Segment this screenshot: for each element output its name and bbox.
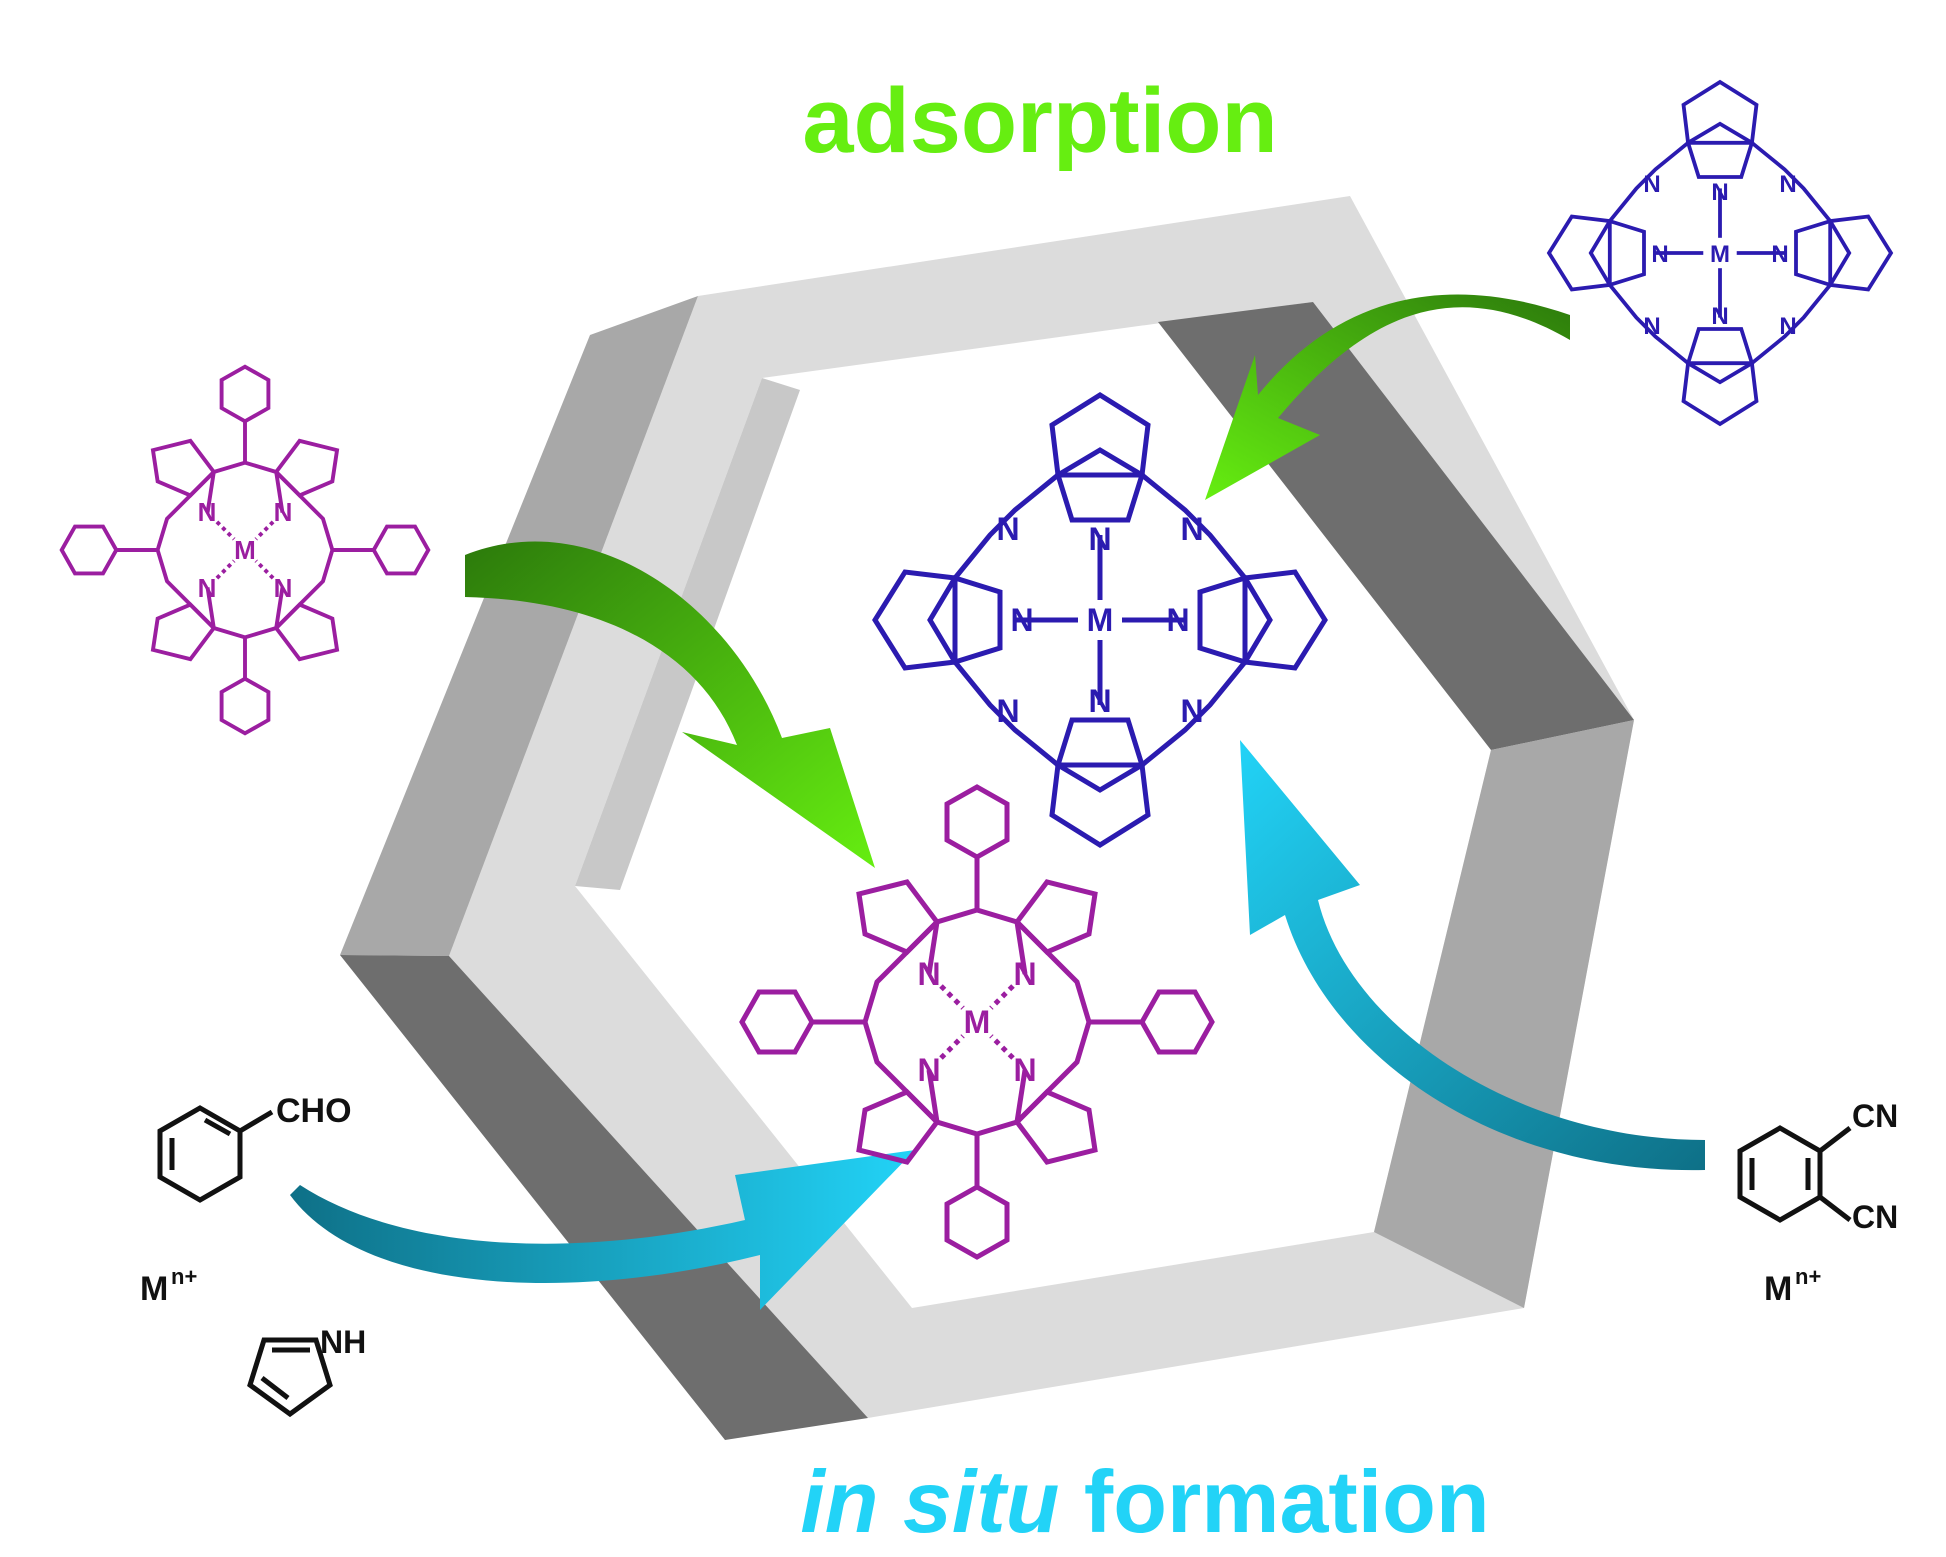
precursor-phthalonitrile	[1737, 1125, 1852, 1223]
pc-large-n-left: N	[1010, 602, 1033, 638]
precursor-nitrile-1: CN	[1852, 1098, 1898, 1134]
precursor-metal-ion-right: M n+	[1764, 1264, 1821, 1308]
pc-large-aza-1: N	[996, 511, 1019, 547]
porphyrin-small-atoms: M N N N N	[198, 497, 293, 603]
arrow-adsorption-porphyrin	[465, 541, 875, 868]
porphyrin-small-metal: M	[234, 535, 256, 565]
framework-inner-right	[1374, 720, 1634, 1308]
pc-large-metal: M	[1087, 602, 1114, 638]
precursor-benzaldehyde	[157, 1105, 274, 1203]
porphyrin-small-n1: N	[198, 497, 217, 527]
pc-large-aza-4: N	[1180, 693, 1203, 729]
framework-side-left	[340, 296, 698, 956]
label-formation: formation	[1084, 1452, 1490, 1551]
pc-large-n-right: N	[1166, 602, 1189, 638]
framework-front-face	[449, 196, 1634, 1418]
precursor-aldehyde-label: CHO	[276, 1092, 352, 1130]
pc-small-aza-3: N	[1643, 313, 1660, 340]
porphyrin-large-atoms: M N N N N	[917, 956, 1036, 1088]
metal-ion-right-charge: n+	[1795, 1264, 1821, 1289]
metal-ion-left-symbol: M	[140, 1270, 168, 1308]
label-in-situ-italic: in situ	[800, 1452, 1059, 1551]
metal-ion-left-charge: n+	[171, 1264, 197, 1289]
pc-small-aza-1: N	[1643, 171, 1660, 198]
precursor-pyrrole	[247, 1337, 333, 1418]
pc-small-n-right: N	[1771, 241, 1788, 268]
framework-side-lower-left	[340, 955, 868, 1440]
pc-small-aza-4: N	[1779, 313, 1796, 340]
porphyrin-small-n3: N	[198, 573, 217, 603]
pc-large-aza-3: N	[996, 693, 1019, 729]
porphyrin-large-n4: N	[1013, 1052, 1036, 1088]
porphyrin-large-n3: N	[917, 1052, 940, 1088]
arrow-adsorption-phthalocyanine	[1205, 294, 1570, 500]
pc-small-metal: M	[1710, 241, 1730, 268]
porphyrin-large-n1: N	[917, 956, 940, 992]
label-in-situ-formation: in situ formation	[800, 1452, 1489, 1551]
precursor-metal-ion-left: M n+	[140, 1264, 197, 1308]
porphyrin-small-n4: N	[274, 573, 293, 603]
pc-small-n-top: N	[1711, 179, 1728, 206]
pc-large-atoms: M N N N N N N N N	[996, 511, 1203, 729]
metal-ion-right-symbol: M	[1764, 1270, 1792, 1308]
pc-small-n-bottom: N	[1711, 303, 1728, 330]
label-adsorption: adsorption	[802, 70, 1277, 172]
pc-large-aza-2: N	[1180, 511, 1203, 547]
pc-small-n-left: N	[1651, 241, 1668, 268]
porphyrin-large-n2: N	[1013, 956, 1036, 992]
precursor-pyrrole-nh-label: NH	[320, 1324, 366, 1360]
arrow-in-situ-phthalocyanine	[1240, 740, 1705, 1171]
pc-large-n-bottom: N	[1088, 683, 1111, 719]
pc-small-aza-2: N	[1779, 171, 1796, 198]
porphyrin-large-metal: M	[964, 1004, 991, 1040]
precursor-nitrile-2: CN	[1852, 1199, 1898, 1235]
pc-large-n-top: N	[1088, 521, 1111, 557]
arrow-in-situ-porphyrin	[290, 1150, 915, 1310]
pc-small-atoms: M N N N N N N N N	[1643, 171, 1796, 340]
porphyrin-small-n2: N	[274, 497, 293, 527]
